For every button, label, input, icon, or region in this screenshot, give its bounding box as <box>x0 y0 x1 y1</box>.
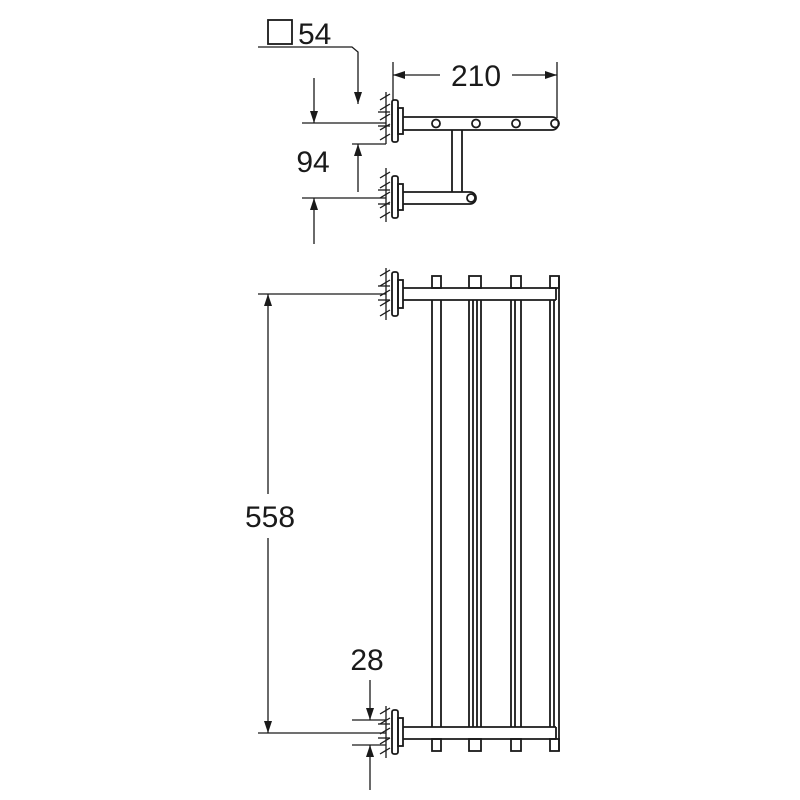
bracket-label: 28 <box>350 644 383 677</box>
front-vertical-bar-3 <box>510 275 522 752</box>
spacing-arrow-top <box>310 111 318 123</box>
top-view: 54 210 <box>258 18 560 244</box>
bracket-arrow-top <box>366 708 374 720</box>
front-bottom-bar <box>403 726 557 740</box>
height-arrow-bottom <box>264 721 272 733</box>
wall-mount-lower <box>378 168 404 222</box>
lower-rail <box>403 191 477 205</box>
square-section-label: 54 <box>298 18 331 51</box>
depth-label: 210 <box>451 60 501 93</box>
depth-arrow-left <box>393 71 405 79</box>
front-view: 558 28 <box>245 268 560 790</box>
connector-tube <box>451 130 463 192</box>
bracket-arrow-bottom <box>366 745 374 757</box>
depth-arrow-right <box>545 71 557 79</box>
front-vertical-bar-2 <box>468 275 482 752</box>
front-wall-mount-bottom <box>378 706 404 758</box>
height-arrow-top <box>264 294 272 306</box>
upper-rail <box>403 116 560 131</box>
square-section-icon <box>267 19 293 45</box>
height-label: 558 <box>245 501 295 534</box>
square-section-leader <box>258 46 359 104</box>
spacing-arrow-bottom <box>310 198 318 210</box>
front-vertical-bar-1 <box>431 275 442 752</box>
front-vertical-bar-4 <box>549 275 560 752</box>
wall-mount-upper <box>378 92 404 144</box>
front-top-bar <box>403 287 557 301</box>
spacing-arrow-mid <box>354 144 362 156</box>
spacing-label: 94 <box>296 146 329 179</box>
square-section-leader-arrow <box>354 92 362 104</box>
